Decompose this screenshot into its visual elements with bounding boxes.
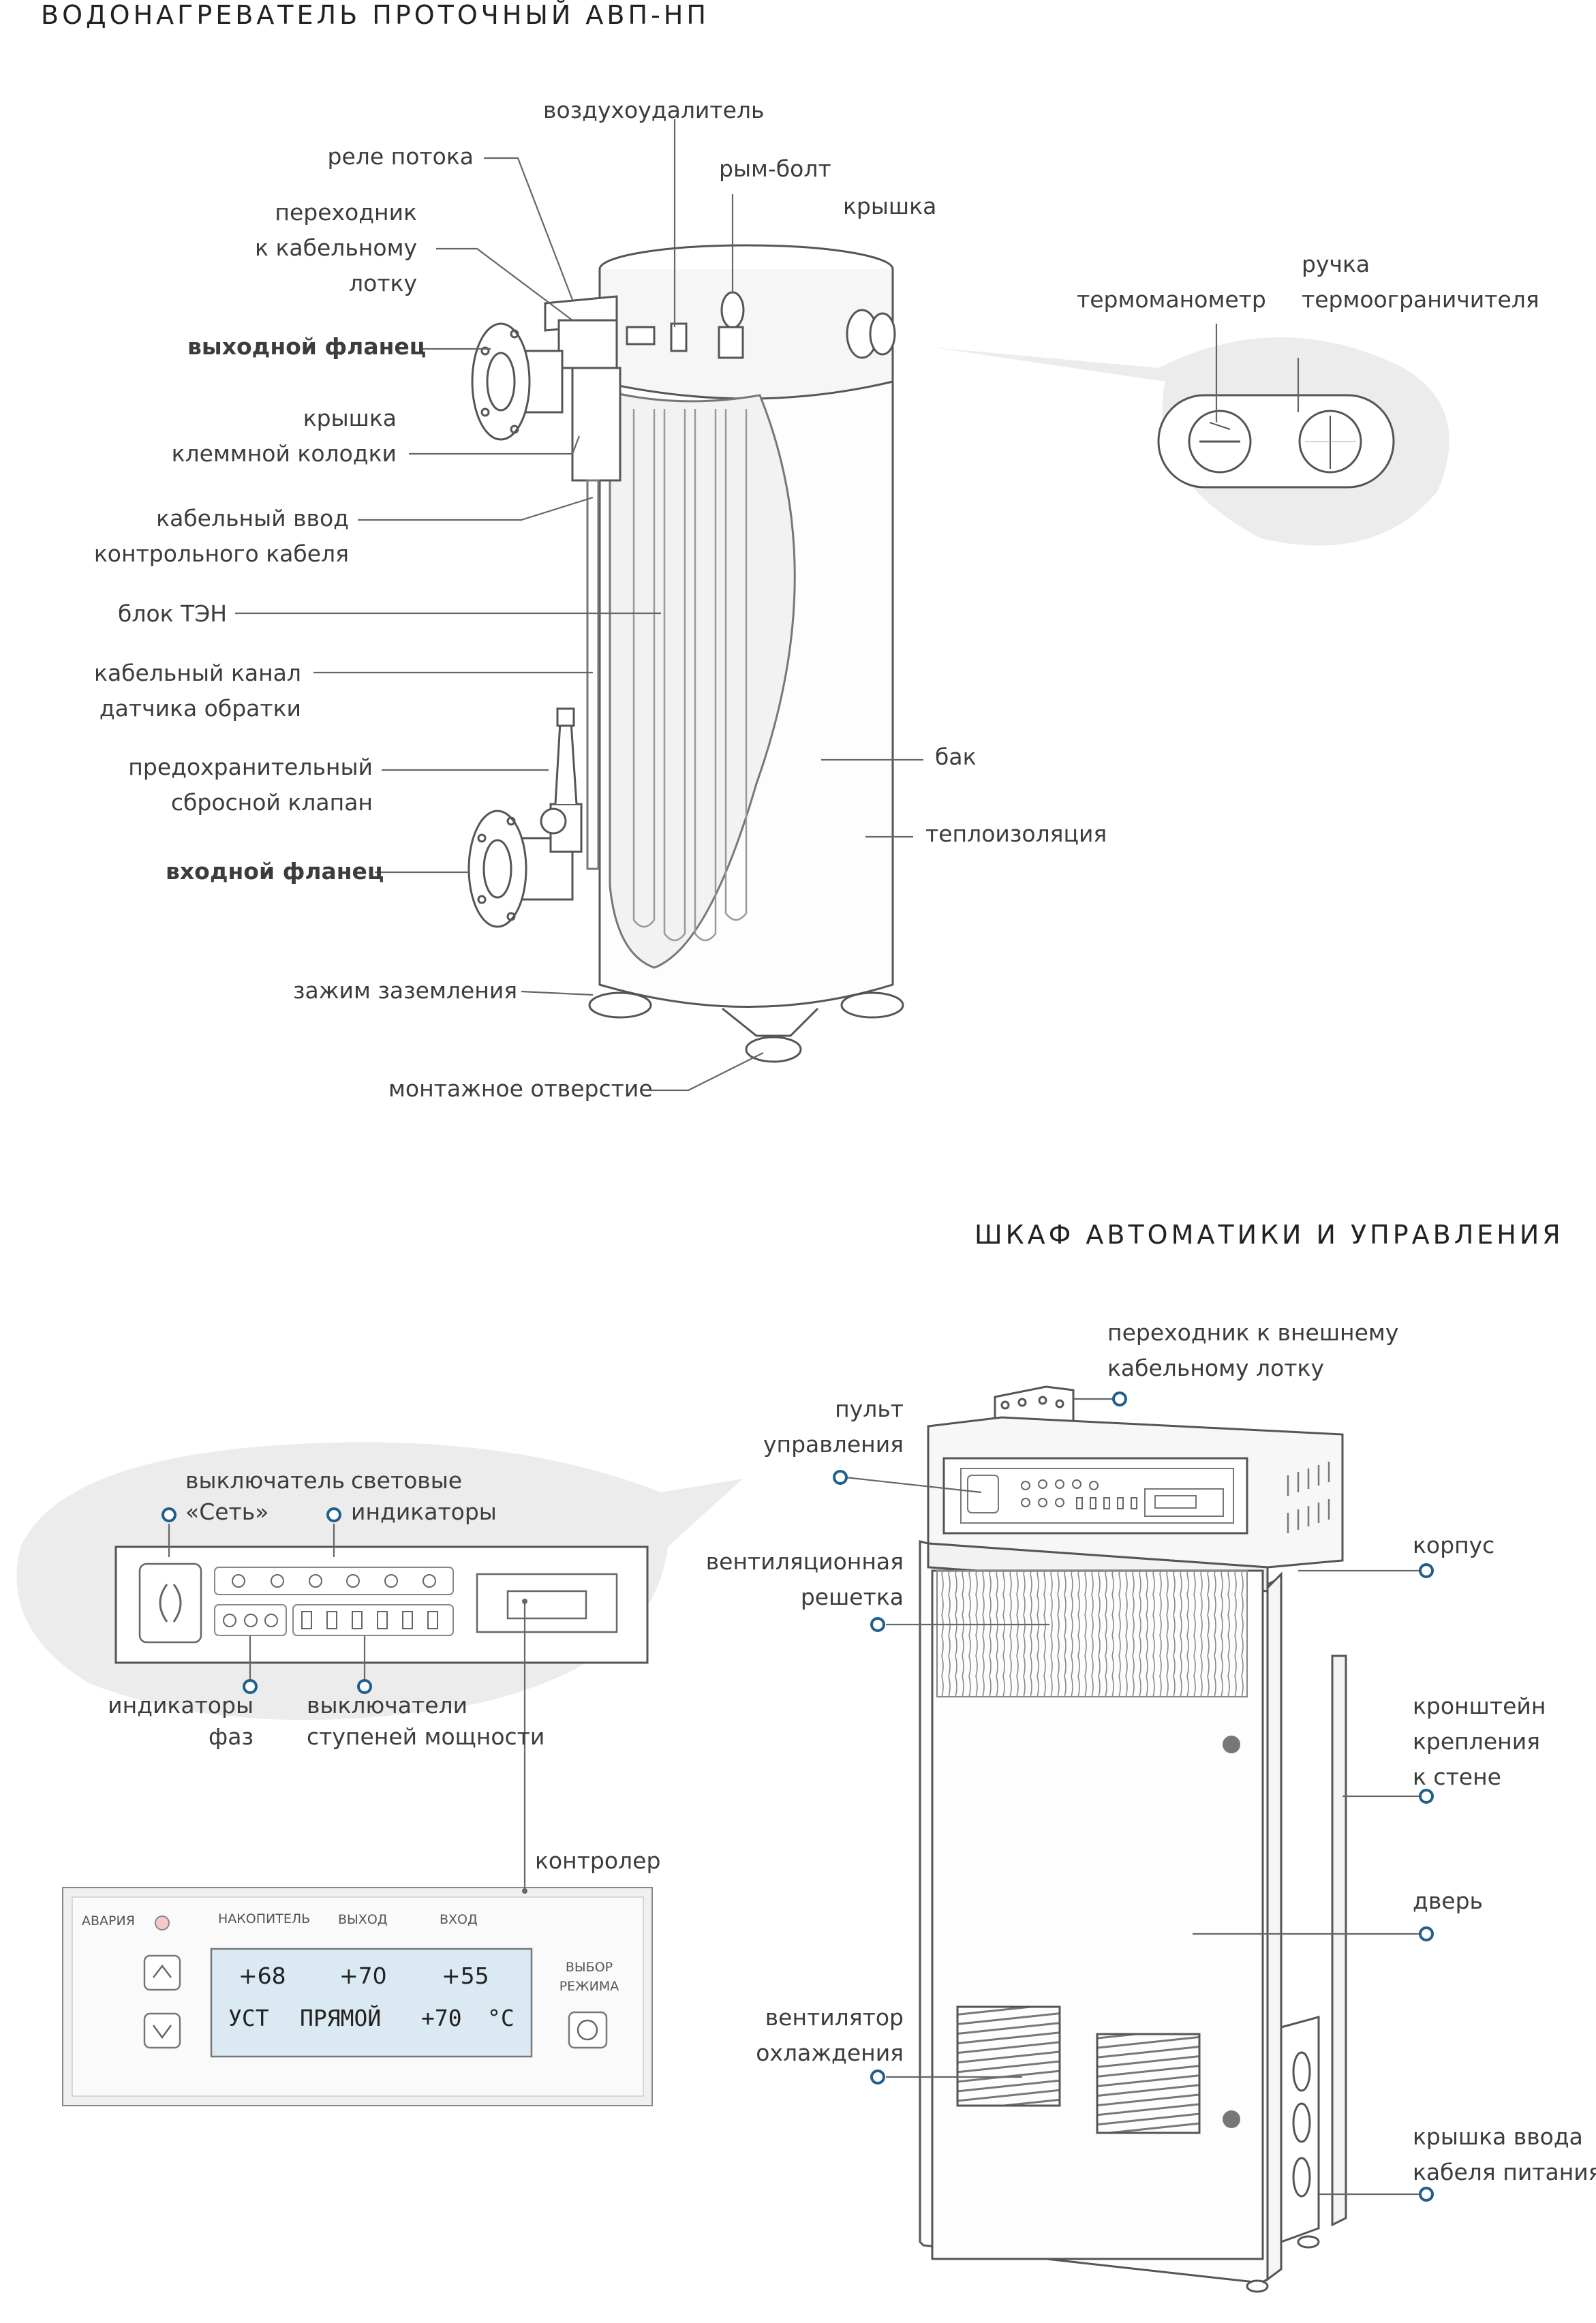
cabinet-drawing	[919, 1385, 1347, 2293]
label-limiter-handle: ручка термоограничителя	[1302, 251, 1539, 313]
label-flow-relay: реле потока	[327, 143, 474, 170]
heater-leaders	[235, 119, 1300, 1092]
label-wall-bracket: кронштейн крепления к стене	[1413, 1693, 1546, 1790]
label-control-panel: пульт управления	[763, 1396, 904, 1458]
label-outlet-flange: выходной фланец	[187, 333, 427, 360]
label-ground-clamp: зажим заземления	[293, 977, 518, 1004]
cabinet-title: ШКАФ АВТОМАТИКИ И УПРАВЛЕНИЯ	[975, 1220, 1564, 1250]
label-door: дверь	[1413, 1888, 1483, 1914]
label-safety-valve: предохранительный сбросной клапан	[128, 754, 373, 816]
label-terminal-cover: крышка клеммной колодки	[171, 405, 397, 467]
label-mount-hole: монтажное отверстие	[388, 1075, 653, 1102]
label-inlet-flange: входной фланец	[166, 858, 384, 884]
cabinet-leaders	[168, 1398, 1421, 2196]
heater-drawing	[467, 244, 904, 1063]
label-insulation: теплоизоляция	[925, 820, 1107, 847]
outlet-label: ВЫХОД	[338, 1912, 388, 1927]
controller-panel-drawing	[62, 1887, 653, 2106]
label-phase-indicators: индикаторы фаз	[108, 1692, 254, 1750]
display-unit: °С	[487, 2005, 515, 2031]
label-light-indicators: световые индикаторы	[351, 1467, 497, 1525]
label-air-vent: воздухоудалитель	[543, 97, 765, 123]
display-accumulator-value: +68	[239, 1963, 286, 1989]
label-cable-cover: крышка ввода кабеля питания	[1413, 2123, 1596, 2185]
label-heater-block: блок ТЭН	[118, 600, 228, 627]
label-housing: корпус	[1413, 1532, 1495, 1558]
label-tank: бак	[935, 743, 977, 770]
label-cooling-fan: вентилятор охлаждения	[756, 2004, 904, 2066]
label-cable-channel: кабельный канал датчика обратки	[94, 660, 301, 722]
label-lid: крышка	[843, 193, 937, 219]
label-controller: контролер	[535, 1847, 661, 1874]
label-adapter: переходник к кабельному лотку	[255, 199, 417, 296]
label-ext-adapter: переходник к внешнему кабельному лотку	[1107, 1319, 1399, 1381]
alarm-label: АВАРИЯ	[82, 1913, 135, 1928]
heater-title: ВОДОНАГРЕВАТЕЛЬ ПРОТОЧНЫЙ АВП-НП	[41, 0, 709, 30]
display-mode-value: ПРЯМОЙ	[300, 2005, 382, 2031]
display-set-label: УСТ	[228, 2005, 269, 2031]
label-thermomanometer: термоманометр	[1077, 286, 1266, 313]
mode-select-label: ВЫБОР РЕЖИМА	[559, 1960, 619, 1994]
accumulator-label: НАКОПИТЕЛЬ	[218, 1911, 311, 1926]
label-eye-bolt: рым-болт	[719, 155, 831, 182]
label-cable-entry: кабельный ввод контрольного кабеля	[93, 505, 349, 567]
label-power-switch: выключатель «Сеть»	[185, 1467, 346, 1525]
label-stage-switches: выключатели ступеней мощности	[307, 1692, 545, 1750]
label-vent-grille: вентиляционная решетка	[705, 1548, 904, 1610]
display-set-value: +70	[421, 2005, 462, 2031]
display-inlet-value: +55	[442, 1963, 489, 1989]
inlet-label: ВХОД	[440, 1912, 478, 1927]
display-outlet-value: +70	[339, 1963, 387, 1989]
control-zoom-bubble	[16, 1442, 743, 1720]
thermo-zoom-bubble	[934, 337, 1449, 546]
marker-dots	[162, 1391, 1434, 2202]
